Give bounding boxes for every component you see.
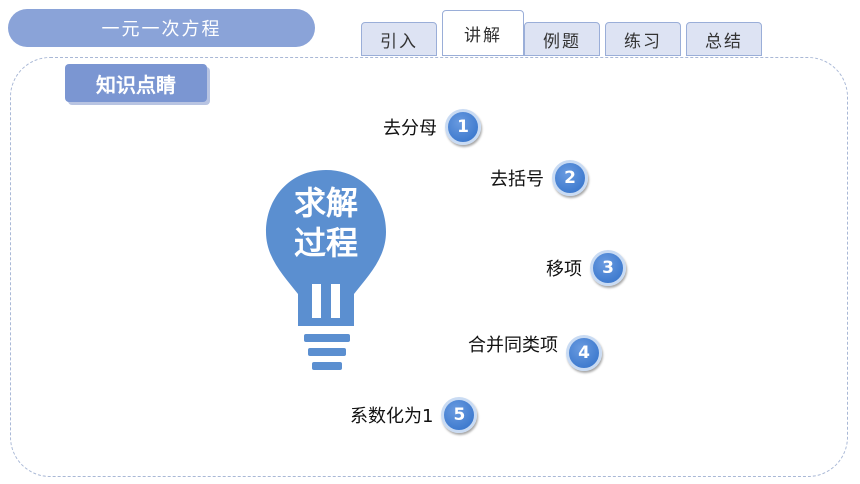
tab-explain[interactable]: 讲解	[442, 10, 524, 56]
step-label: 合并同类项	[468, 335, 558, 356]
step-5: 系数化为1 5	[350, 397, 478, 433]
step-label: 系数化为1	[350, 406, 434, 427]
step-label: 移项	[546, 259, 582, 280]
step-2: 去括号 2	[490, 160, 588, 196]
step-number-badge: 4	[566, 335, 602, 371]
bulb-title-line2: 过程	[293, 224, 358, 262]
tab-summary[interactable]: 总结	[686, 22, 762, 56]
tab-examples[interactable]: 例题	[524, 22, 600, 56]
step-number-badge: 2	[552, 160, 588, 196]
step-number-badge: 5	[441, 397, 478, 433]
step-number-badge: 3	[590, 250, 626, 286]
bulb-title-line1: 求解	[293, 184, 358, 222]
step-3: 移项 3	[546, 250, 626, 286]
lightbulb-icon	[266, 170, 386, 370]
content-panel	[10, 57, 848, 477]
section-badge: 知识点睛	[65, 64, 207, 102]
step-number-badge: 1	[445, 109, 481, 145]
step-4: 合并同类项 4	[468, 335, 602, 371]
bulb-title: 求解 过程	[262, 183, 390, 263]
tab-practice[interactable]: 练习	[605, 22, 681, 56]
lesson-title: 一元一次方程	[8, 9, 315, 47]
step-label: 去括号	[490, 169, 544, 190]
tab-intro[interactable]: 引入	[361, 22, 437, 56]
step-1: 去分母 1	[383, 109, 481, 145]
step-label: 去分母	[383, 118, 437, 139]
